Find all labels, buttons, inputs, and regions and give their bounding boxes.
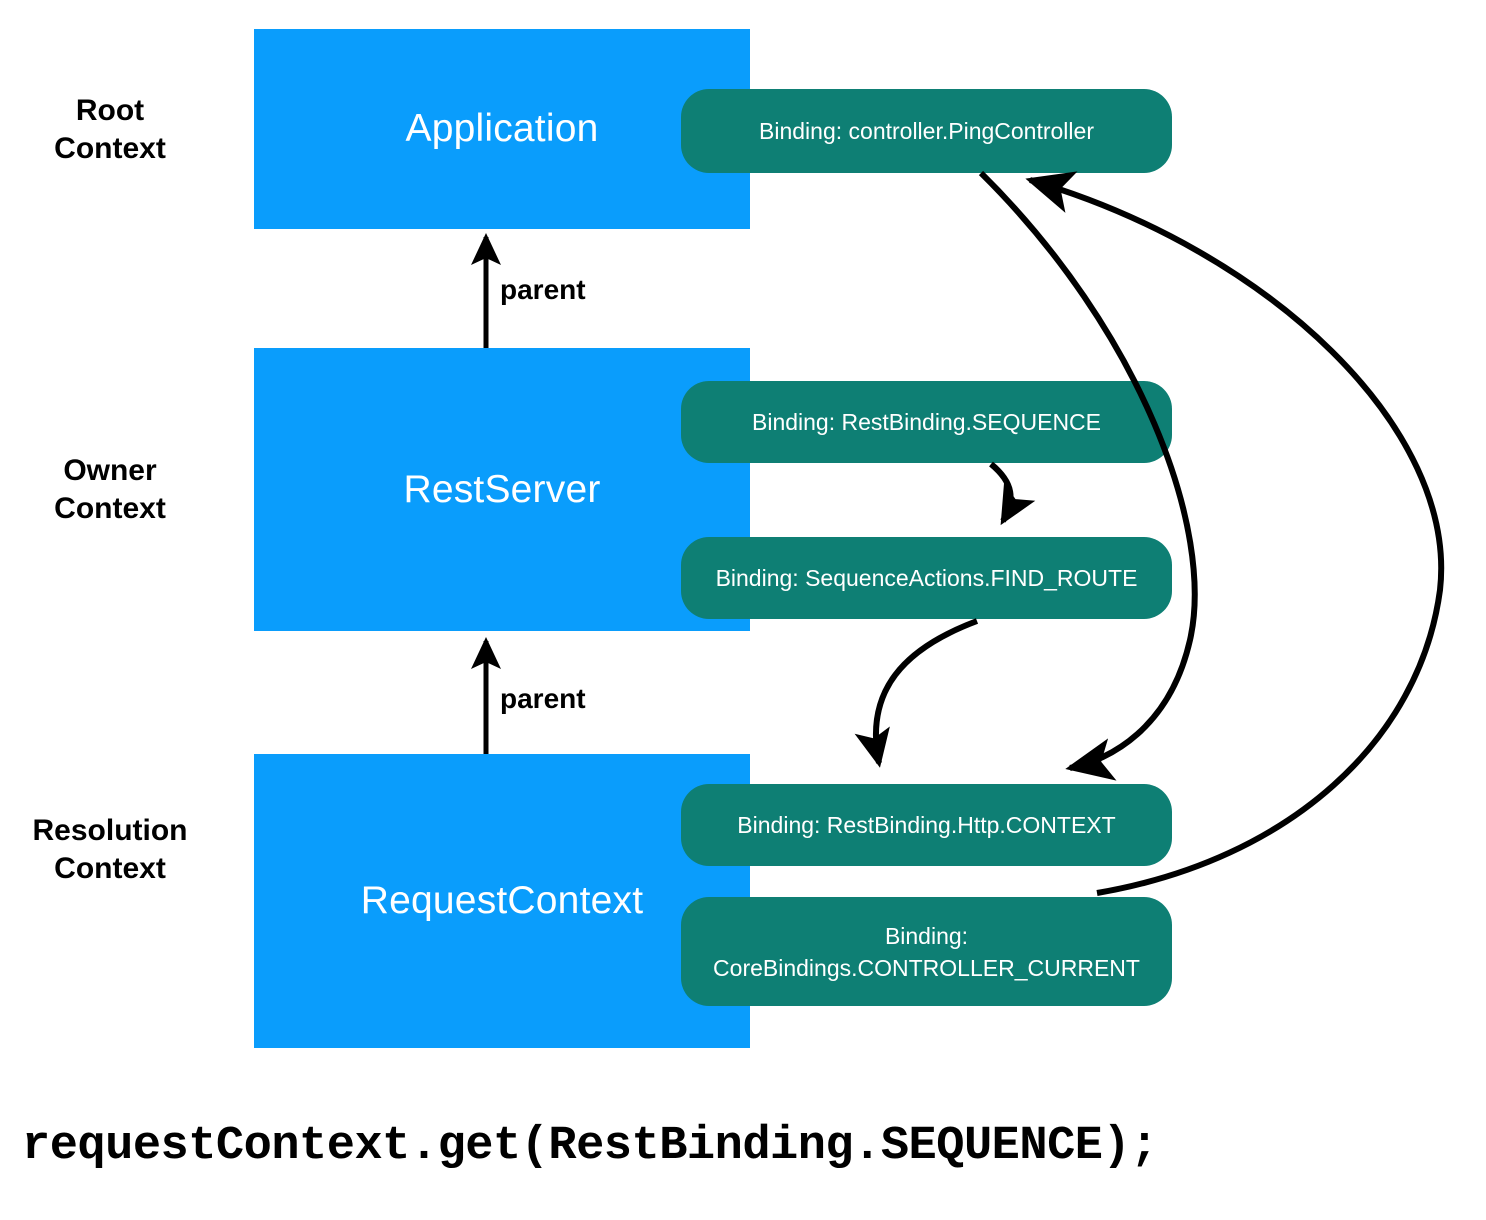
- arrow-find-route-to-http-context: [854, 618, 979, 768]
- arrow-ping-controller-to-http-context: [978, 170, 1198, 781]
- arrow-sequence-to-find-route: [989, 461, 1036, 526]
- context-label-resolution: Resolution Context: [32, 814, 188, 885]
- context-box-restserver: RestServer: [254, 348, 750, 631]
- context-box-restserver-label: RestServer: [403, 467, 601, 511]
- binding-pill-ping-controller-label: Binding: controller.PingController: [759, 118, 1094, 144]
- context-box-requestcontext-label: RequestContext: [360, 879, 644, 922]
- context-box-requestcontext: RequestContext: [254, 754, 750, 1048]
- binding-pill-ping-controller: Binding: controller.PingController: [681, 89, 1172, 173]
- context-label-owner: Owner Context: [54, 454, 166, 525]
- edge-label-parent-upper: parent: [500, 274, 586, 305]
- context-box-application: Application: [254, 29, 750, 229]
- binding-pill-rest-binding-sequence: Binding: RestBinding.SEQUENCE: [681, 381, 1172, 463]
- binding-pill-core-bindings-controller-current-label: Binding: CoreBindings.CONTROLLER_CURRENT: [713, 922, 1140, 981]
- context-label-root: Root Context: [54, 94, 166, 165]
- binding-pill-core-bindings-controller-current: Binding: CoreBindings.CONTROLLER_CURRENT: [681, 897, 1172, 1006]
- binding-pill-rest-binding-sequence-label: Binding: RestBinding.SEQUENCE: [752, 409, 1101, 435]
- edge-label-parent-lower: parent: [500, 683, 586, 714]
- binding-pill-rest-binding-http-context-label: Binding: RestBinding.Http.CONTEXT: [737, 812, 1116, 838]
- context-box-application-label: Application: [405, 107, 599, 150]
- code-caption: requestContext.get(RestBinding.SEQUENCE)…: [22, 1120, 1158, 1173]
- binding-pill-sequence-actions-find-route: Binding: SequenceActions.FIND_ROUTE: [681, 537, 1172, 619]
- binding-pill-sequence-actions-find-route-label: Binding: SequenceActions.FIND_ROUTE: [715, 565, 1138, 591]
- binding-pill-rest-binding-http-context: Binding: RestBinding.Http.CONTEXT: [681, 784, 1172, 866]
